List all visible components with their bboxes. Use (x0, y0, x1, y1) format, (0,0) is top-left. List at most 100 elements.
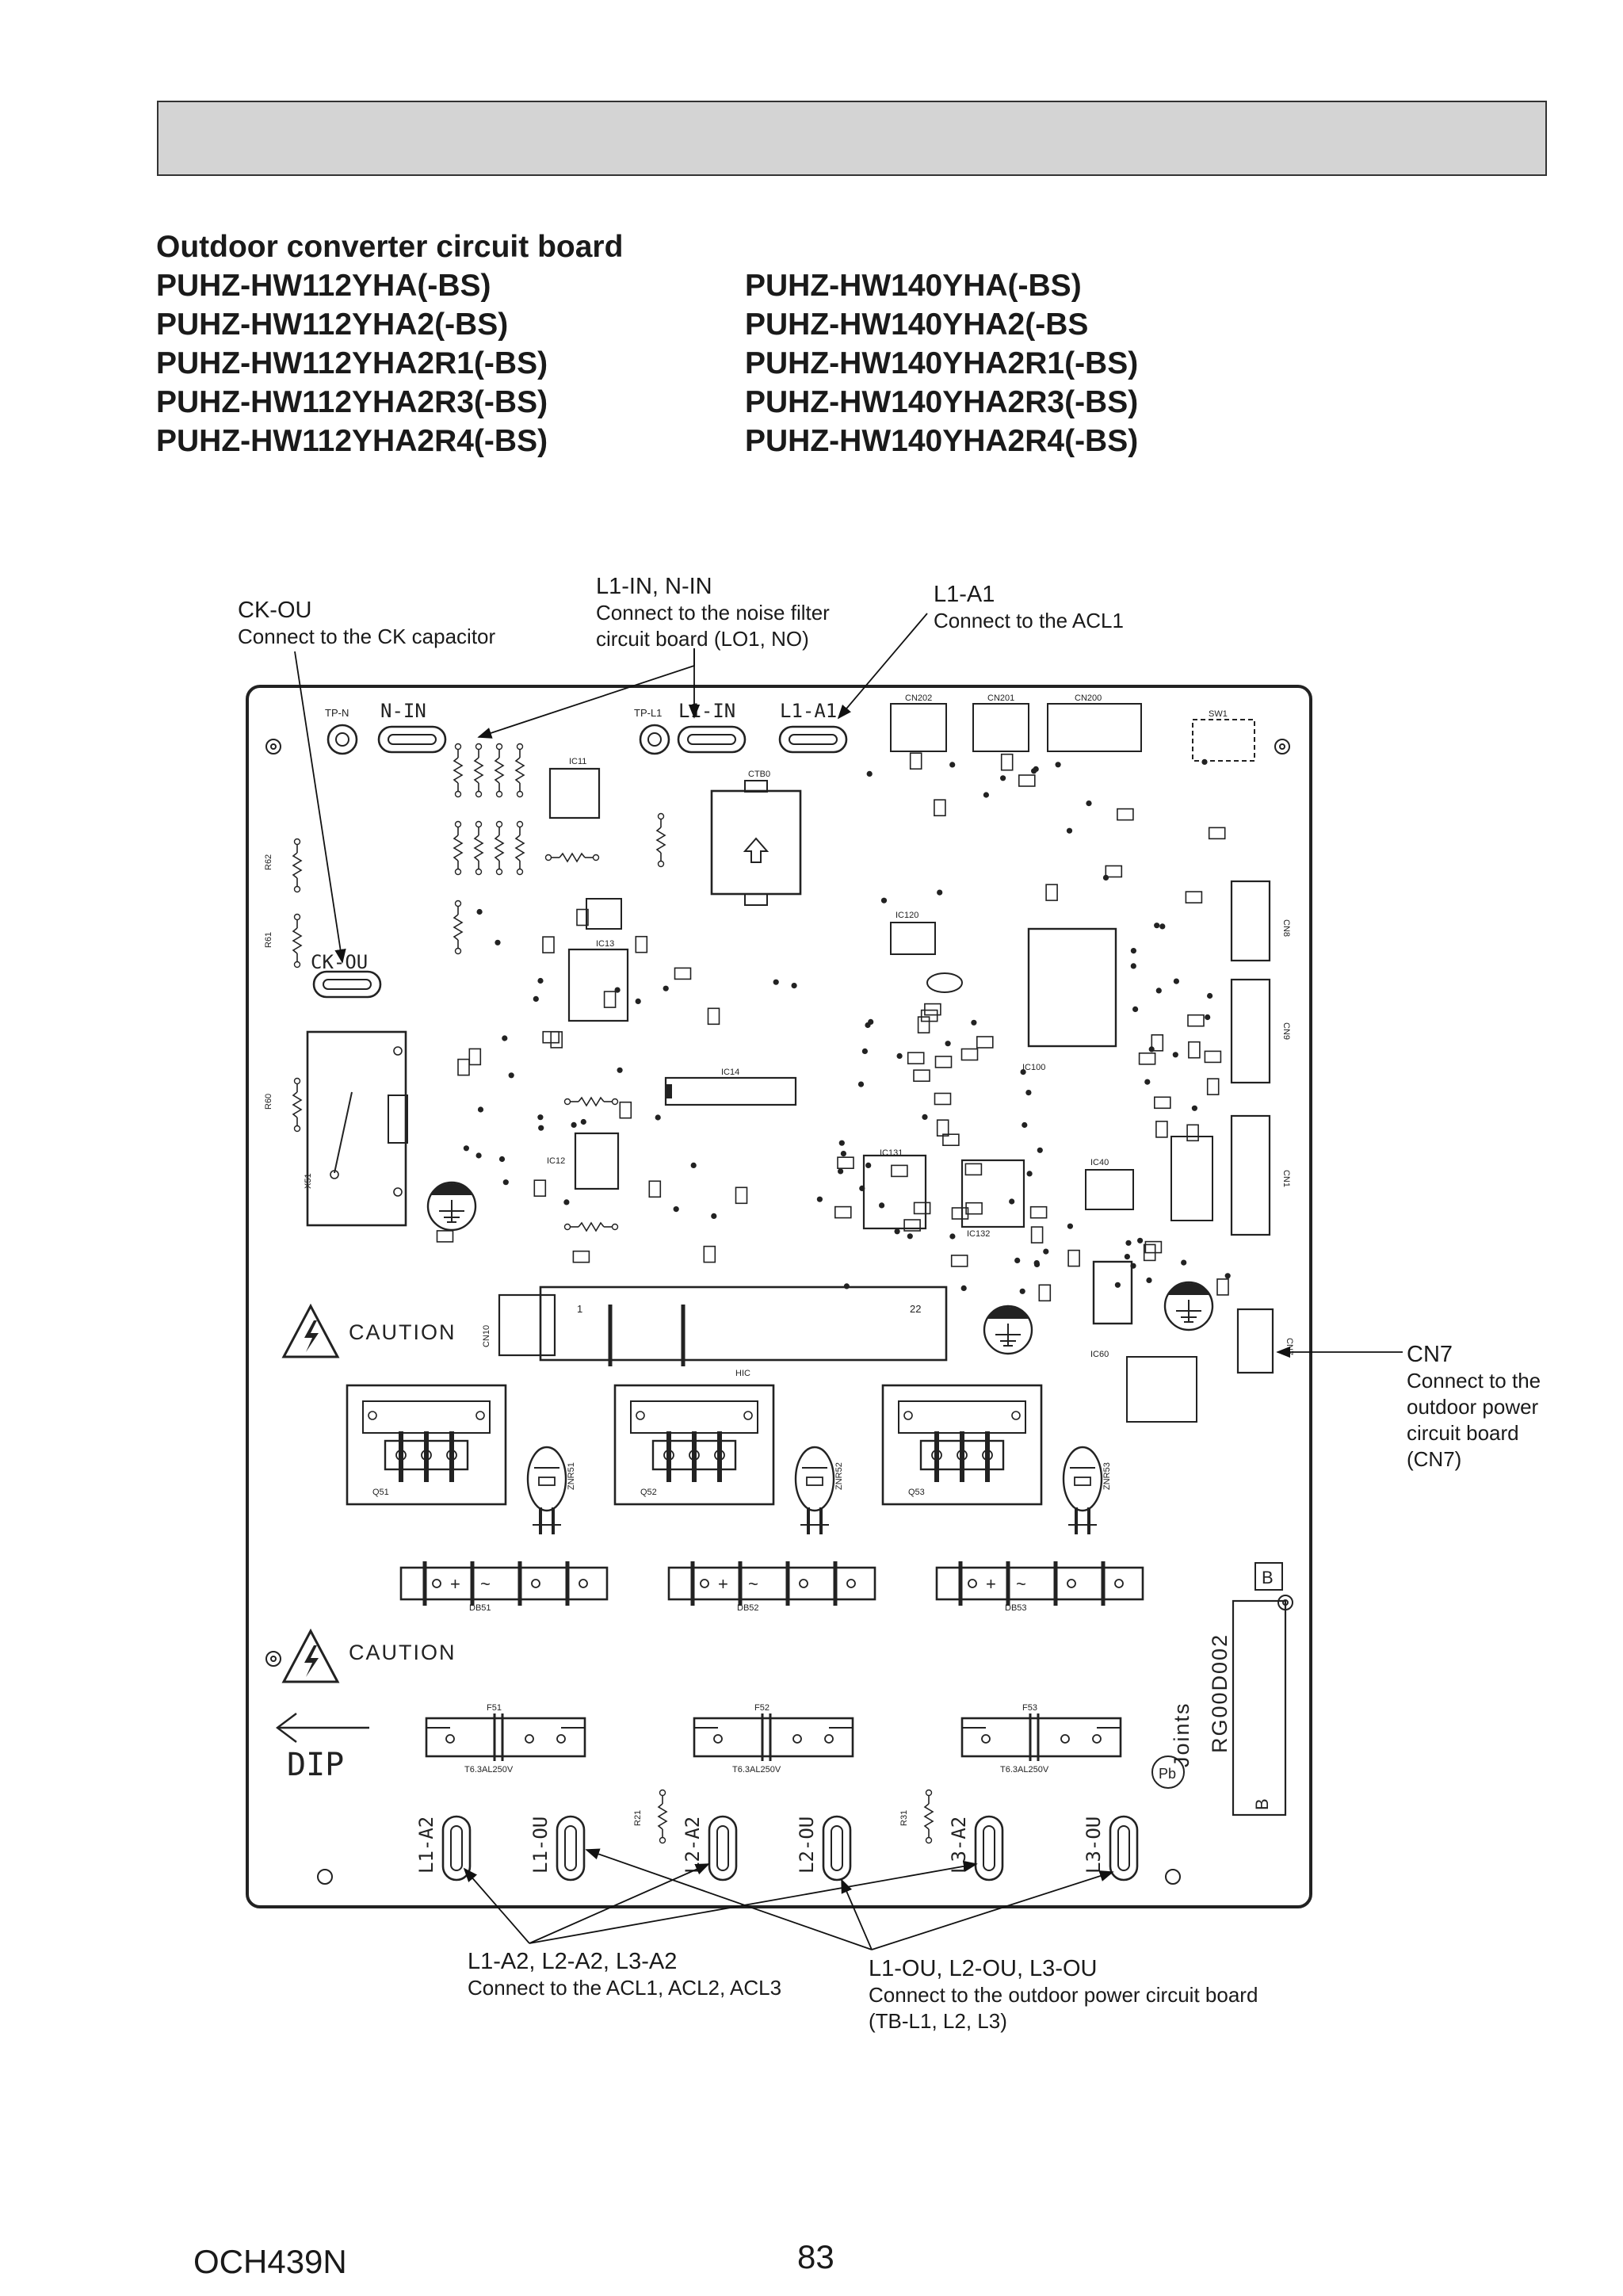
smd-component (542, 1030, 560, 1044)
via-pad (1019, 1288, 1025, 1294)
via-pad (1020, 1069, 1026, 1075)
ic13-label: IC13 (596, 939, 614, 949)
f53-fuse (960, 1712, 1122, 1763)
r62-label: R62 (264, 854, 273, 870)
via-pad (1132, 1006, 1139, 1012)
smd-component (1155, 1121, 1168, 1138)
smd-component (1216, 1278, 1229, 1296)
via-pad (859, 1185, 865, 1191)
smd-component (903, 1219, 921, 1232)
l3-ou-label: L3-OU (1083, 1817, 1105, 1874)
smd-component (909, 752, 922, 770)
via-pad (1086, 800, 1092, 807)
page-number: 83 (797, 2238, 834, 2275)
smd-component (834, 1205, 852, 1219)
smd-component (603, 991, 617, 1008)
cn7-connector (1236, 1308, 1274, 1374)
model-name: PUHZ-HW112YHA2R3(-BS) (156, 385, 548, 419)
smd-component (1000, 753, 1014, 771)
via-pad (476, 908, 483, 915)
via-pad (894, 1228, 900, 1235)
l1-a1-label: L1-A1 (780, 700, 837, 722)
callout-l1-a1: L1-A1 Connect to the ACL1 (934, 581, 1124, 634)
caution-label-2: CAUTION (349, 1641, 456, 1664)
ic60-label: IC60 (1090, 1350, 1109, 1359)
model-name: PUHZ-HW140YHA(-BS) (745, 269, 1082, 303)
via-pad (580, 1118, 586, 1125)
smd-component (1117, 808, 1134, 821)
r61-label: R61 (264, 932, 273, 948)
smd-component (924, 1003, 941, 1016)
via-pad (1000, 775, 1006, 781)
smd-component (942, 1133, 960, 1146)
callout-desc: Connect to the ACL1, ACL2, ACL3 (468, 1976, 782, 2000)
l2-a2-label: L2-A2 (682, 1817, 704, 1874)
q51-module (347, 1385, 506, 1504)
smd-component (934, 1056, 953, 1068)
model-name: PUHZ-HW140YHA2(-BS (745, 308, 1089, 342)
via-pad (1159, 923, 1166, 930)
ic12-label: IC12 (547, 1156, 565, 1166)
via-pad (502, 1179, 509, 1186)
f51-rating: T6.3AL250V (464, 1765, 514, 1775)
via-pad (937, 889, 943, 896)
pb-mark: Pb (1159, 1766, 1176, 1782)
q52-module (615, 1385, 773, 1504)
via-pad (673, 1206, 679, 1213)
via-pad (1055, 762, 1061, 768)
l1-in-label: L1-IN (678, 700, 735, 722)
cn8-label: CN8 (1281, 919, 1291, 937)
smd-component (1204, 1050, 1222, 1064)
cn202-label: CN202 (905, 693, 932, 703)
via-pad (1201, 758, 1208, 766)
via-pad (1146, 1277, 1152, 1283)
via-pad (866, 770, 873, 777)
via-pad (865, 1162, 872, 1168)
r31-label: R31 (899, 1810, 909, 1826)
znr52-label: ZNR52 (834, 1462, 844, 1490)
smd-component (1187, 1014, 1205, 1027)
via-pad (960, 1285, 967, 1291)
f51-fuse (425, 1712, 586, 1763)
smd-component (703, 1245, 716, 1263)
l1-a2-label: L1-A2 (415, 1817, 437, 1874)
ic40-label: IC40 (1090, 1158, 1109, 1167)
smd-component (533, 1179, 547, 1197)
smd-component (648, 1180, 662, 1198)
callout-desc: circuit board (LO1, NO) (596, 627, 809, 651)
sw1-label: SW1 (1209, 709, 1228, 719)
via-pad (655, 1114, 661, 1121)
l1-a1-terminal (778, 725, 848, 754)
via-pad (463, 1145, 470, 1152)
znr51 (526, 1446, 567, 1536)
smd-component (1185, 891, 1203, 904)
via-pad (690, 1162, 697, 1168)
dip-arrow (276, 1713, 369, 1743)
via-pad (1130, 963, 1136, 969)
f52-fuse (693, 1712, 854, 1763)
q52-label: Q52 (640, 1488, 657, 1497)
f51-label: F51 (487, 1703, 502, 1713)
cn9-label: CN9 (1281, 1022, 1291, 1040)
callout-desc: outdoor power (1407, 1395, 1539, 1419)
model-name: PUHZ-HW112YHA2R1(-BS) (156, 346, 548, 380)
callout-title: L1-A2, L2-A2, L3-A2 (468, 1949, 678, 1974)
via-pad (838, 1140, 845, 1146)
model-list-right: PUHZ-HW140YHA(-BS) PUHZ-HW140YHA2(-BS PU… (745, 266, 1138, 460)
via-pad (1066, 827, 1073, 834)
smd-component (550, 1031, 563, 1049)
via-pad (1114, 1282, 1121, 1288)
q51-label: Q51 (372, 1488, 389, 1497)
cn10-label: CN10 (482, 1325, 491, 1347)
cn201-label: CN201 (987, 693, 1014, 703)
smd-component (913, 1201, 931, 1215)
smd-component (707, 1007, 720, 1026)
l1-ou-label: L1-OU (529, 1817, 552, 1874)
via-pad (949, 1233, 956, 1240)
via-pad (508, 1072, 514, 1079)
hic-label: HIC (735, 1369, 750, 1378)
db53-label: DB53 (1005, 1603, 1027, 1613)
db52-label: DB52 (737, 1603, 759, 1613)
callout-desc: (TB-L1, L2, L3) (869, 2009, 1007, 2033)
